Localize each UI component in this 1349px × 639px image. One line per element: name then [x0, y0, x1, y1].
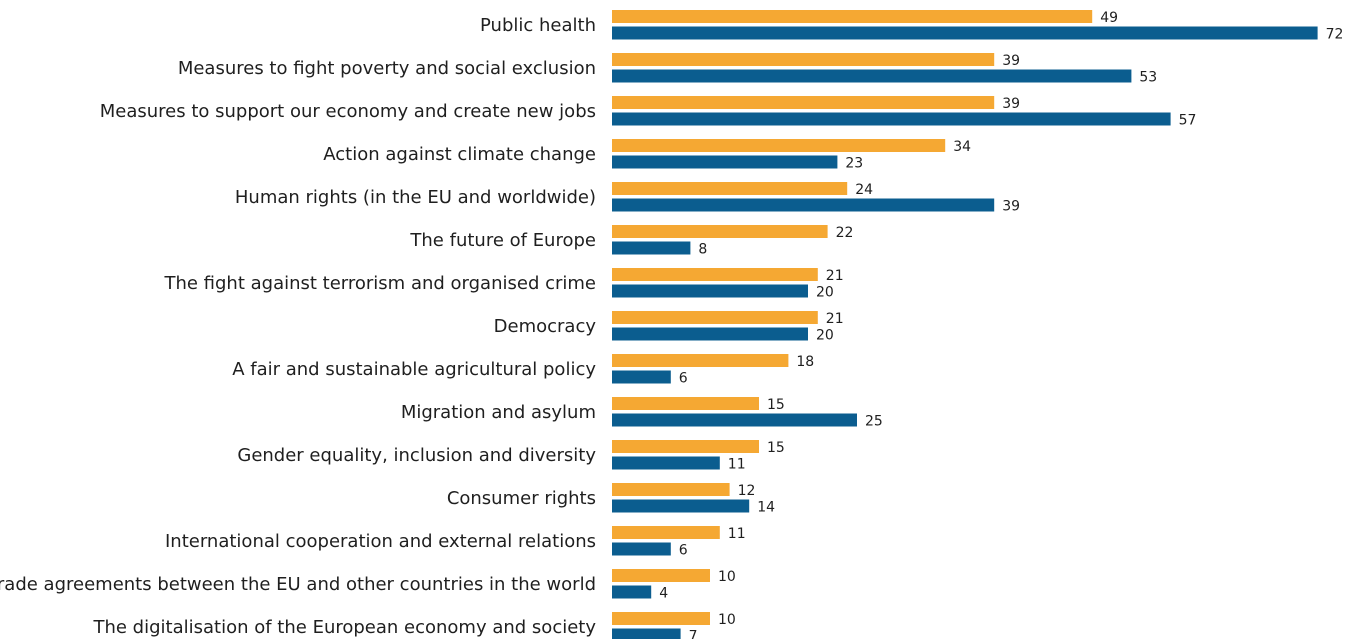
value-label-series2-the-digitalisation-of-the-european-economy-and-society: 7: [689, 629, 698, 639]
category-label-consumer-rights: Consumer rights: [447, 488, 596, 509]
bar-series1-measures-to-fight-poverty-and-social-exclusion: [612, 53, 995, 66]
value-label-series1-international-cooperation-and-external-relations: 11: [728, 526, 746, 542]
value-label-series1-measures-to-fight-poverty-and-social-exclusion: 39: [1002, 53, 1020, 69]
category-label-international-cooperation-and-external-relations: International cooperation and external r…: [165, 531, 596, 552]
bars: [612, 10, 1318, 639]
bar-series2-gender-equality-inclusion-and-diversity: [612, 456, 720, 470]
value-label-series1-public-health: 49: [1100, 10, 1118, 26]
value-label-series2-measures-to-fight-poverty-and-social-exclusion: 53: [1139, 70, 1157, 86]
category-label-a-fair-and-sustainable-agricultural-policy: A fair and sustainable agricultural poli…: [232, 359, 596, 380]
bar-series2-the-fight-against-terrorism-and-organised-crime: [612, 284, 808, 298]
value-label-series2-trade-agreements-between-the-eu-and-other-countries-in-the-world: 4: [659, 586, 668, 602]
bar-series1-international-cooperation-and-external-relations: [612, 526, 720, 539]
bar-series1-the-future-of-europe: [612, 225, 828, 238]
value-label-series1-the-fight-against-terrorism-and-organised-crime: 21: [826, 268, 844, 284]
bar-series1-trade-agreements-between-the-eu-and-other-countries-in-the-world: [612, 569, 710, 582]
value-label-series1-the-future-of-europe: 22: [836, 225, 854, 241]
bar-series1-the-digitalisation-of-the-european-economy-and-society: [612, 612, 710, 625]
value-label-series2-human-rights-in-the-eu-and-worldwide: 39: [1002, 199, 1020, 215]
value-label-series2-the-future-of-europe: 8: [698, 242, 707, 258]
bar-series2-measures-to-support-our-economy-and-create-new-jobs: [612, 112, 1171, 126]
bar-series1-measures-to-support-our-economy-and-create-new-jobs: [612, 96, 995, 109]
category-label-action-against-climate-change: Action against climate change: [323, 144, 596, 165]
value-label-series1-trade-agreements-between-the-eu-and-other-countries-in-the-world: 10: [718, 569, 736, 585]
value-label-series2-migration-and-asylum: 25: [865, 414, 883, 430]
value-label-series1-migration-and-asylum: 15: [767, 397, 785, 413]
category-label-migration-and-asylum: Migration and asylum: [401, 402, 596, 423]
bar-series2-consumer-rights: [612, 499, 750, 513]
value-label-series2-the-fight-against-terrorism-and-organised-crime: 20: [816, 285, 834, 301]
value-label-series1-democracy: 21: [826, 311, 844, 327]
bar-series2-a-fair-and-sustainable-agricultural-policy: [612, 370, 671, 384]
category-label-measures-to-fight-poverty-and-social-exclusion: Measures to fight poverty and social exc…: [178, 58, 596, 79]
value-label-series1-a-fair-and-sustainable-agricultural-policy: 18: [796, 354, 814, 370]
bar-series2-the-digitalisation-of-the-european-economy-and-society: [612, 628, 681, 639]
category-label-democracy: Democracy: [494, 316, 597, 337]
bar-series2-human-rights-in-the-eu-and-worldwide: [612, 198, 995, 212]
value-labels: 4972395339573423243922821202120186152515…: [659, 10, 1343, 639]
bar-series2-international-cooperation-and-external-relations: [612, 542, 671, 556]
category-label-the-digitalisation-of-the-european-economy-and-society: The digitalisation of the European econo…: [92, 617, 596, 638]
value-label-series1-measures-to-support-our-economy-and-create-new-jobs: 39: [1002, 96, 1020, 112]
value-label-series1-gender-equality-inclusion-and-diversity: 15: [767, 440, 785, 456]
bar-series1-public-health: [612, 10, 1093, 23]
bar-series2-migration-and-asylum: [612, 413, 857, 427]
bar-series2-democracy: [612, 327, 808, 341]
category-label-gender-equality-inclusion-and-diversity: Gender equality, inclusion and diversity: [237, 445, 596, 466]
value-label-series2-consumer-rights: 14: [757, 500, 775, 516]
bar-series1-migration-and-asylum: [612, 397, 759, 410]
value-label-series2-democracy: 20: [816, 328, 834, 344]
category-label-measures-to-support-our-economy-and-create-new-jobs: Measures to support our economy and crea…: [100, 101, 596, 122]
value-label-series1-consumer-rights: 12: [738, 483, 756, 499]
bar-series1-consumer-rights: [612, 483, 730, 496]
bar-series2-measures-to-fight-poverty-and-social-exclusion: [612, 69, 1132, 83]
value-label-series1-action-against-climate-change: 34: [953, 139, 971, 155]
value-label-series2-action-against-climate-change: 23: [845, 156, 863, 172]
value-label-series2-public-health: 72: [1326, 27, 1344, 43]
value-label-series1-human-rights-in-the-eu-and-worldwide: 24: [855, 182, 873, 198]
bar-series1-human-rights-in-the-eu-and-worldwide: [612, 182, 848, 195]
bar-series1-action-against-climate-change: [612, 139, 946, 152]
bar-series2-trade-agreements-between-the-eu-and-other-countries-in-the-world: [612, 585, 652, 599]
category-label-human-rights-in-the-eu-and-worldwide: Human rights (in the EU and worldwide): [235, 187, 596, 208]
value-label-series2-a-fair-and-sustainable-agricultural-policy: 6: [679, 371, 688, 387]
category-label-trade-agreements-between-the-eu-and-other-countries-in-the-world: Trade agreements between the EU and othe…: [0, 574, 596, 595]
bar-series2-action-against-climate-change: [612, 155, 838, 169]
value-label-series2-measures-to-support-our-economy-and-create-new-jobs: 57: [1179, 113, 1197, 129]
category-label-the-fight-against-terrorism-and-organised-crime: The fight against terrorism and organise…: [163, 273, 596, 294]
category-label-the-future-of-europe: The future of Europe: [409, 230, 596, 251]
bar-series1-gender-equality-inclusion-and-diversity: [612, 440, 759, 453]
value-label-series1-the-digitalisation-of-the-european-economy-and-society: 10: [718, 612, 736, 628]
bar-series1-a-fair-and-sustainable-agricultural-policy: [612, 354, 789, 367]
value-label-series2-international-cooperation-and-external-relations: 6: [679, 543, 688, 559]
category-label-public-health: Public health: [480, 15, 596, 36]
bar-series1-democracy: [612, 311, 818, 324]
bar-series2-the-future-of-europe: [612, 241, 691, 255]
value-label-series2-gender-equality-inclusion-and-diversity: 11: [728, 457, 746, 473]
bar-series2-public-health: [612, 26, 1318, 40]
bar-series1-the-fight-against-terrorism-and-organised-crime: [612, 268, 818, 281]
